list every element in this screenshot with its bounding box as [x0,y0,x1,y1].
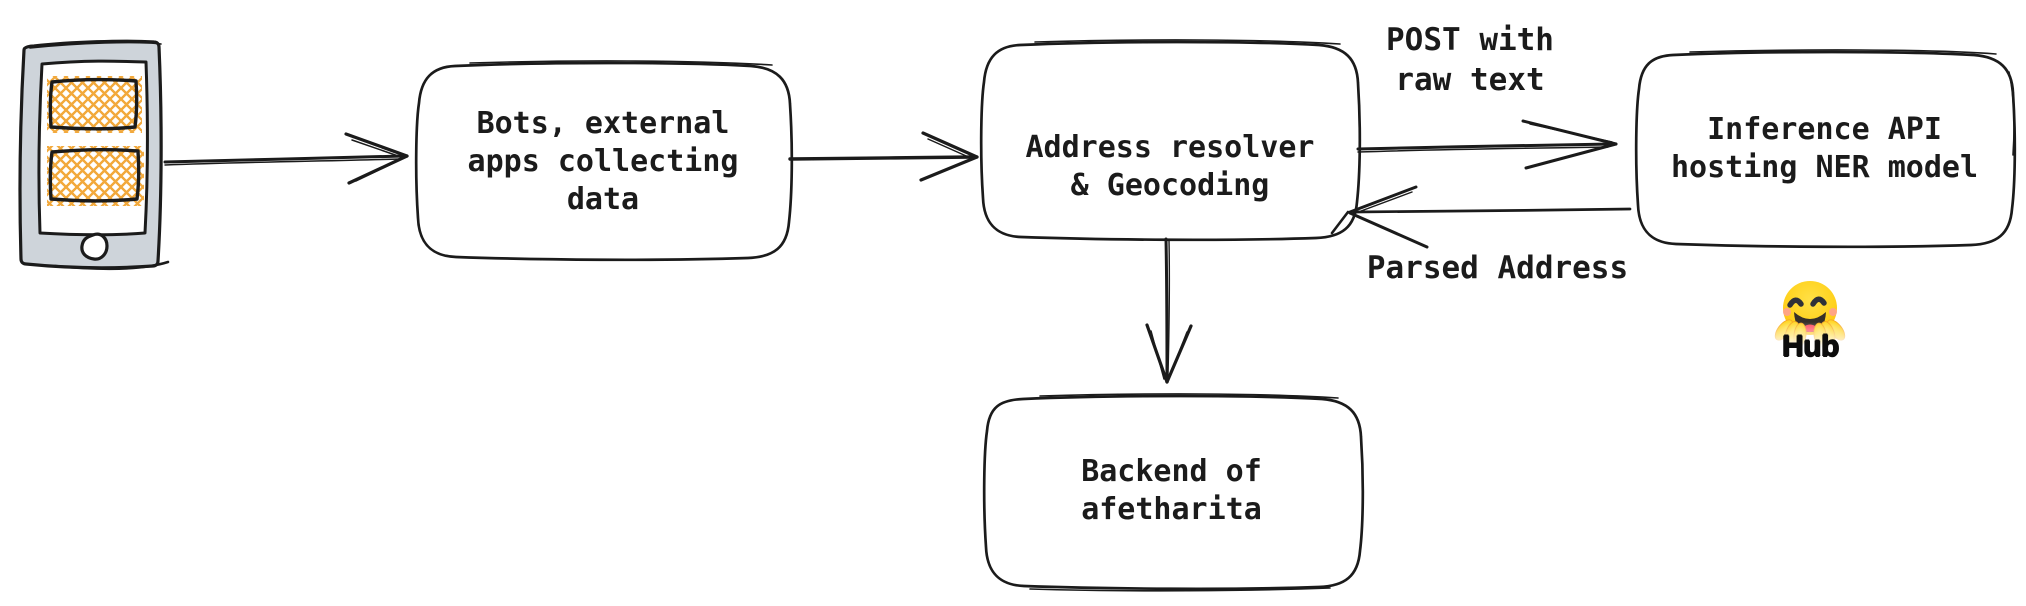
arrow-address-to-backend [1145,237,1193,384]
arrow-address-to-inference [1356,119,1618,170]
arrow-inference-to-address [1330,185,1632,249]
edge-parsed-line-1: Parsed Address [1366,250,1629,286]
hf-eye-left [1787,297,1804,308]
node-bots-line-2: apps collecting [467,143,739,179]
node-backend-line-2: afetharita [1081,492,1262,527]
hf-cheek-right [1829,308,1837,316]
phone-screen-block-2 [48,147,141,203]
hf-hands-fade [1763,322,1857,350]
edge-post-line-2: raw text [1395,62,1545,98]
node-backend-line-1: Backend of [1081,454,1262,489]
mobile-phone-icon [18,39,170,271]
node-address-line-1: Address resolver [1025,129,1315,165]
node-bots-box [414,60,794,262]
node-backend-box [982,393,1365,592]
node-label-address: Address resolver & Geocoding [982,43,1358,264]
node-label-inference: Inference API hosting NER model [1636,53,2013,245]
hub-label: Hub [1782,330,1839,363]
node-label-bots: Bots, external apps collecting data [417,65,789,258]
node-bots-line-3: data [566,181,640,217]
node-address-box [979,39,1362,242]
arrow-phone-to-bots [163,132,409,185]
node-inference-line-2: hosting NER model [1670,150,1979,185]
phone-home-button [80,232,109,261]
edge-label-parsed-address: Parsed Address [1350,248,1645,288]
edge-label-post-raw-text: POST with raw text [1355,20,1585,100]
node-bots-line-1: Bots, external [476,105,730,141]
hf-eye-right [1810,296,1827,307]
hugging-face-emoji [1763,281,1857,350]
node-inference-line-1: Inference API [1707,112,1942,147]
phone-screen-block-1 [48,77,139,131]
edge-post-line-1: POST with [1386,22,1554,58]
node-address-line-2: & Geocoding [1070,167,1270,203]
node-inference-box [1634,49,2017,249]
arrow-bots-to-address [788,131,979,182]
hf-cheek-left [1783,308,1791,316]
node-label-backend: Backend of afetharita [985,394,1358,588]
